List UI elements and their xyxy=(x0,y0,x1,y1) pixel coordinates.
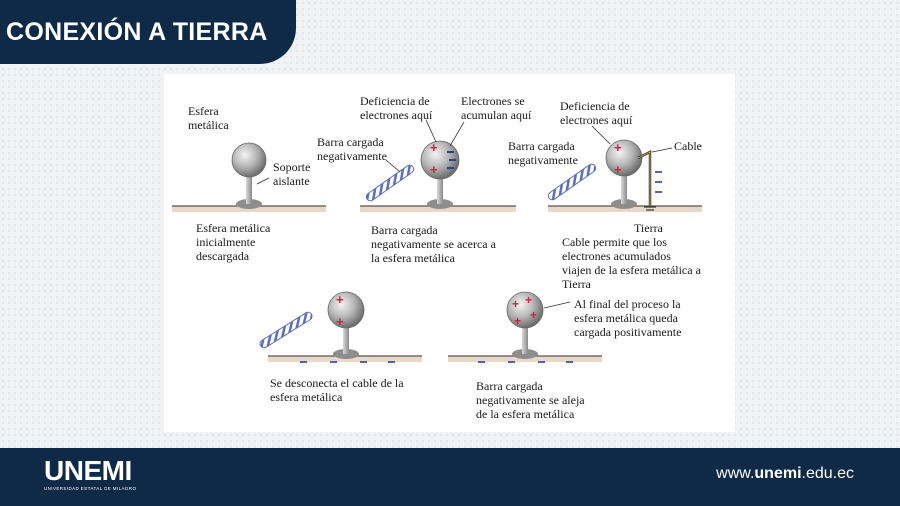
label-barra-2: Barra cargada negativamente xyxy=(508,139,578,167)
ground-symbol xyxy=(644,206,656,211)
caption-step-4: Se desconecta el cable de la esfera metá… xyxy=(270,376,404,404)
label-cable: Cable xyxy=(674,139,702,153)
positive-charge: + xyxy=(430,140,438,155)
panel-2: + + xyxy=(360,119,516,212)
positive-charge: + xyxy=(514,314,521,328)
panel-3: + + xyxy=(547,125,702,212)
ground-surface xyxy=(548,206,702,212)
positive-charge: + xyxy=(512,297,519,311)
site-brand: unemi xyxy=(754,465,802,482)
ground-surface xyxy=(360,206,516,212)
metal-sphere xyxy=(605,139,643,177)
caption-step-5: Barra cargada negativamente se aleja de … xyxy=(476,379,585,421)
label-electrones-acumulan: Electrones se acumulan aquí xyxy=(461,94,532,122)
metal-sphere xyxy=(327,291,365,329)
unemi-logo: UNEMI UNIVERSIDAD ESTATAL DE MILAGRO xyxy=(44,457,136,492)
label-barra-1: Barra cargada negativamente xyxy=(317,135,387,163)
site-suffix: .edu.ec xyxy=(801,465,854,482)
ground-surface xyxy=(268,356,422,362)
diagram-drawing: + + + + xyxy=(172,119,702,363)
logo-wordmark: UNEMI xyxy=(44,455,132,486)
footer-bar: UNEMI UNIVERSIDAD ESTATAL DE MILAGRO www… xyxy=(0,448,900,506)
slide-title: CONEXIÓN A TIERRA xyxy=(6,17,268,46)
caption-step-3: Cable permite que los electrones acumula… xyxy=(562,235,701,291)
metal-sphere xyxy=(506,291,544,329)
positive-charge: + xyxy=(614,162,622,177)
charged-rod xyxy=(547,163,597,201)
label-deficiencia-1: Deficiencia de electrones aquí xyxy=(360,94,433,122)
metal-sphere xyxy=(231,142,267,178)
label-deficiencia-2: Deficiencia de electrones aquí xyxy=(560,99,633,127)
label-esfera-metalica: Esfera metálica xyxy=(188,104,229,132)
panel-4: + + xyxy=(259,291,422,363)
panel-1 xyxy=(172,142,326,212)
logo-subtitle: UNIVERSIDAD ESTATAL DE MILAGRO xyxy=(44,486,137,491)
positive-charge: + xyxy=(530,308,537,322)
site-prefix: www. xyxy=(716,465,755,482)
caption-step-1: Esfera metálica inicialmente descargada xyxy=(196,221,271,263)
label-al-final: Al final del proceso la esfera metálica … xyxy=(574,297,682,339)
label-soporte-aislante: Soporte aislante xyxy=(273,160,311,188)
panel-5: + + + + xyxy=(448,291,602,363)
title-banner: CONEXIÓN A TIERRA xyxy=(0,0,296,64)
website-link[interactable]: www.unemi.edu.ec xyxy=(716,465,854,483)
metal-sphere xyxy=(420,140,460,180)
insulating-stand xyxy=(246,174,252,204)
charged-rod xyxy=(365,164,415,202)
caption-step-2: Barra cargada negativamente se acerca a … xyxy=(371,223,496,265)
positive-charge: + xyxy=(336,314,344,329)
positive-charge: + xyxy=(614,140,622,155)
positive-charge: + xyxy=(336,292,344,307)
charged-rod xyxy=(259,311,313,349)
positive-charge: + xyxy=(525,293,532,307)
grounding-diagram: + + + + xyxy=(164,74,735,432)
label-tierra: Tierra xyxy=(634,221,663,235)
positive-charge: + xyxy=(430,162,438,177)
